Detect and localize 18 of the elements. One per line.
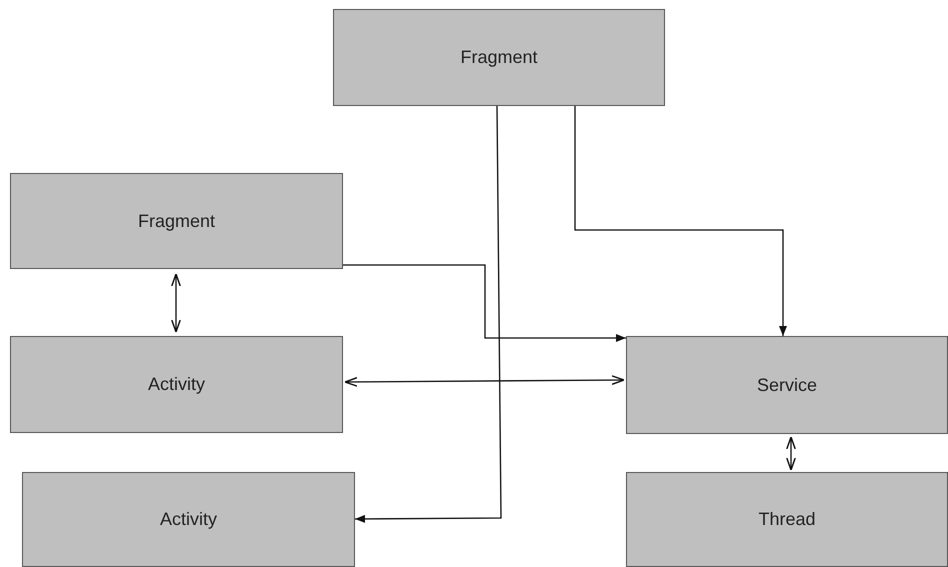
process-box [10,173,343,269]
box-label: Fragment [460,47,538,68]
box-label: Activity [160,509,217,530]
arrow [344,375,625,387]
box-label: Fragment [138,210,216,232]
arrow [574,106,787,336]
process-box [626,336,948,434]
process-box [626,472,948,567]
box-label: Thread [758,509,816,530]
box-label: Service [756,374,818,396]
process-box [22,472,355,567]
arrow [343,264,626,342]
process-box [333,9,665,106]
box-label: Activity [148,374,205,395]
process-box [10,336,343,433]
arrow [355,106,502,523]
arrow [171,273,181,333]
arrow [786,436,796,471]
